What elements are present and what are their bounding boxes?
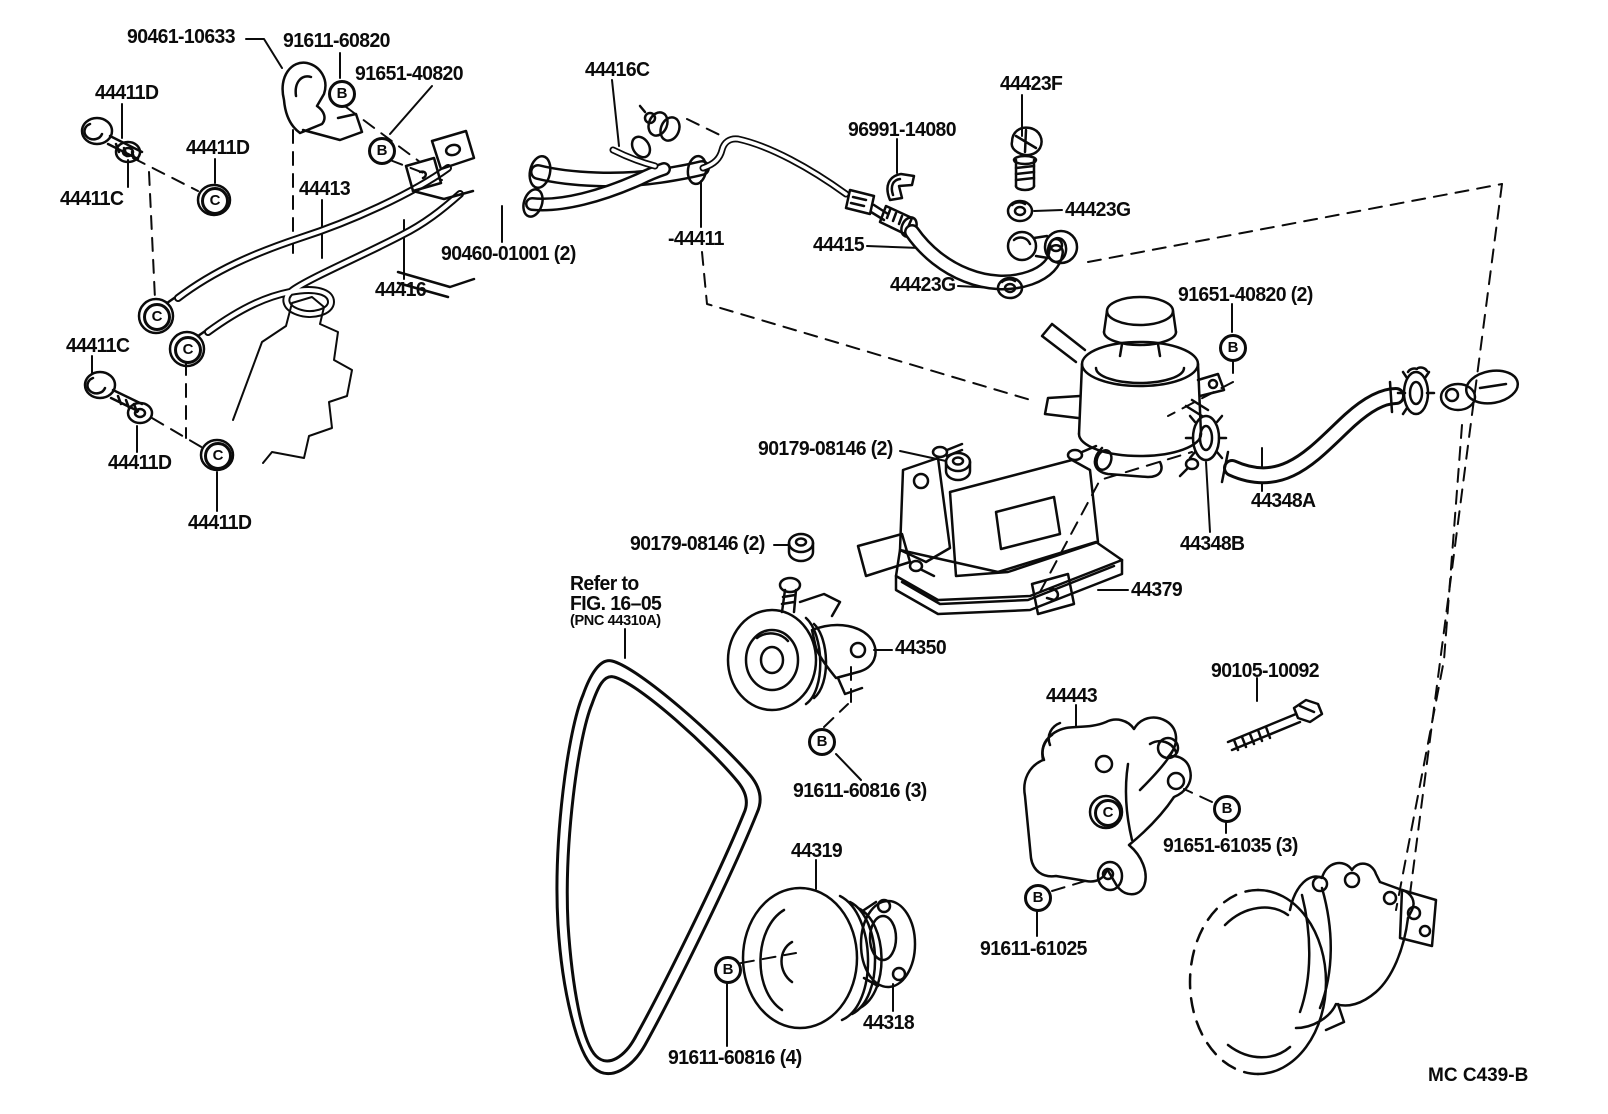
bracket-44379 (787, 442, 1124, 616)
part-label-44319: 44319 (791, 840, 843, 862)
part-label-44379: 44379 (1131, 579, 1183, 601)
dashed-reference-lines (132, 106, 1503, 964)
clip-96991 (886, 172, 916, 202)
marker-C: C (204, 442, 232, 470)
bracket-44443 (1023, 716, 1192, 896)
drive-belt (555, 659, 762, 1075)
part-label-91611-61025: 91611-61025 (980, 938, 1087, 960)
part-label-44348a: 44348A (1251, 490, 1316, 512)
part-label-44415: 44415 (813, 234, 865, 256)
pipe-44411 (699, 135, 890, 222)
hose-44348a (1220, 366, 1520, 485)
part-label-44423f: 44423F (1000, 73, 1063, 95)
bolt-washer-grommet-lower (83, 370, 235, 472)
part-label-90105-10092: 90105-10092 (1211, 660, 1320, 682)
clamp-44348b (1178, 414, 1228, 478)
hub-44318 (859, 898, 917, 989)
part-label-44411c-2: 44411C (66, 335, 130, 357)
marker-B: B (1213, 795, 1241, 823)
marker-B: B (714, 956, 742, 984)
part-label-90460-01001: 90460-01001 (2) (441, 243, 576, 265)
hose-44415 (878, 204, 1079, 291)
marker-C: C (1094, 799, 1122, 827)
bolt-90105 (1226, 698, 1324, 752)
part-label-90461-10633: 90461-10633 (127, 26, 236, 48)
engine-outline (232, 296, 353, 464)
part-label-44443: 44443 (1046, 685, 1098, 707)
part-label-44411d-2: 44411D (186, 137, 250, 159)
part-label-91611-60820: 91611-60820 (283, 30, 390, 52)
part-label-44416: 44416 (375, 279, 427, 301)
marker-B: B (808, 728, 836, 756)
part-label-44423g-1: 44423G (1065, 199, 1131, 221)
part-label-44411d-4: 44411D (188, 512, 252, 534)
part-label-91651-61035: 91651-61035 (3) (1163, 835, 1298, 857)
tension-pulley-44350 (726, 576, 877, 712)
marker-C: C (174, 336, 202, 364)
marker-C: C (201, 187, 229, 215)
nut-90179-1 (944, 451, 972, 473)
doc-code: MC C439-B (1428, 1065, 1529, 1086)
part-label-44350: 44350 (895, 637, 947, 659)
refer-note-line2: FIG. 16–05 (570, 593, 662, 615)
part-label-91651-40820-2: 91651-40820 (2) (1178, 284, 1313, 306)
part-label-44348b: 44348B (1180, 533, 1245, 555)
marker-B: B (328, 80, 356, 108)
part-label-44411d-3: 44411D (108, 452, 172, 474)
part-label-96991-14080: 96991-14080 (848, 119, 957, 141)
refer-note-line1: Refer to (570, 573, 639, 595)
clamp-90461 (281, 61, 364, 142)
part-label-91611-60816-4: 91611-60816 (4) (668, 1047, 802, 1069)
part-label-44411: -44411 (668, 228, 724, 250)
bolt-washer-grommet-upper (80, 116, 232, 217)
reservoir-tank (1040, 295, 1226, 479)
marker-B: B (1024, 884, 1052, 912)
pump-body (1188, 861, 1438, 1076)
marker-B: B (368, 137, 396, 165)
part-label-44411c-1: 44411C (60, 188, 124, 210)
pulley-44319 (741, 886, 917, 1030)
part-label-44423g-2: 44423G (890, 274, 956, 296)
part-label-44416c: 44416C (585, 59, 650, 81)
bolt-44423f (1010, 126, 1043, 192)
part-label-90179-08146-1: 90179-08146 (2) (758, 438, 893, 460)
part-label-90179-08146-2: 90179-08146 (2) (630, 533, 765, 555)
washers-44423g (996, 199, 1034, 300)
marker-B: B (1219, 334, 1247, 362)
hose-assembly-44416c (522, 104, 710, 218)
refer-note-line3: (PNC 44310A) (570, 612, 661, 629)
part-label-91611-60816-3: 91611-60816 (3) (793, 780, 927, 802)
part-label-44413: 44413 (299, 178, 351, 200)
tube-assembly-44413-44416 (137, 129, 476, 368)
part-label-44411d-1: 44411D (95, 82, 159, 104)
part-label-91651-40820: 91651-40820 (355, 63, 464, 85)
marker-C: C (143, 303, 171, 331)
nut-90179-2 (787, 532, 815, 554)
part-label-44318: 44318 (863, 1012, 915, 1034)
